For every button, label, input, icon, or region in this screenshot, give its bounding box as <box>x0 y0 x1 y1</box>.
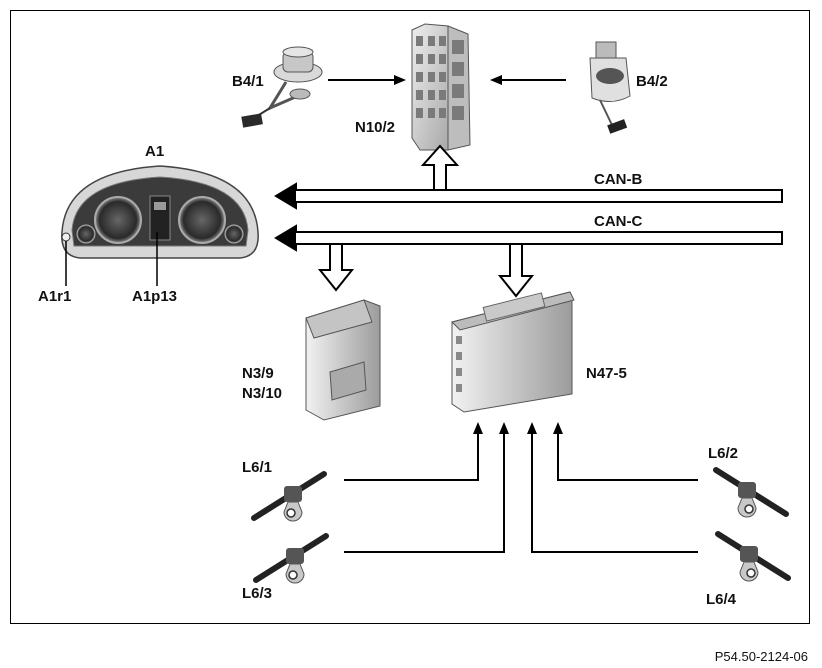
label-l6-1: L6/1 <box>242 459 272 476</box>
l6-3-sensor-image <box>256 536 326 583</box>
sensor-arrowheads <box>473 422 563 434</box>
label-l6-3: L6/3 <box>242 585 272 602</box>
label-n3-9: N3/9 <box>242 365 274 382</box>
b4-1-sensor-image <box>241 46 323 128</box>
label-l6-4: L6/4 <box>706 591 737 608</box>
n47-5-module-image <box>451 291 575 413</box>
signal-arrows-top <box>328 75 566 85</box>
figure-reference: P54.50-2124-06 <box>714 649 808 664</box>
l6-1-sensor-image <box>254 474 324 521</box>
diagram-frame <box>10 10 810 624</box>
label-n47-5: N47-5 <box>586 365 627 382</box>
instrument-cluster-image <box>61 165 259 259</box>
n3-9-ecu-image <box>305 299 381 421</box>
l6-2-sensor-image <box>716 470 786 517</box>
label-can-c: CAN-C <box>594 213 642 230</box>
label-n10-2: N10/2 <box>355 119 395 136</box>
label-a1r1: A1r1 <box>38 288 71 305</box>
label-b4-1: B4/1 <box>232 73 264 90</box>
label-n3-10: N3/10 <box>242 385 282 402</box>
label-l6-2: L6/2 <box>708 445 738 462</box>
a1-pointer-lines <box>65 232 158 286</box>
sensor-signal-lines <box>344 432 698 553</box>
l6-4-sensor-image <box>718 534 788 581</box>
b4-2-sensor-image <box>589 41 631 134</box>
label-can-b: CAN-B <box>594 171 642 188</box>
can-c-bus <box>274 224 783 298</box>
label-a1p13: A1p13 <box>132 288 177 305</box>
n10-2-module-image <box>411 23 471 151</box>
label-a1: A1 <box>145 143 164 160</box>
can-b-bus <box>274 144 783 210</box>
label-b4-2: B4/2 <box>636 73 668 90</box>
